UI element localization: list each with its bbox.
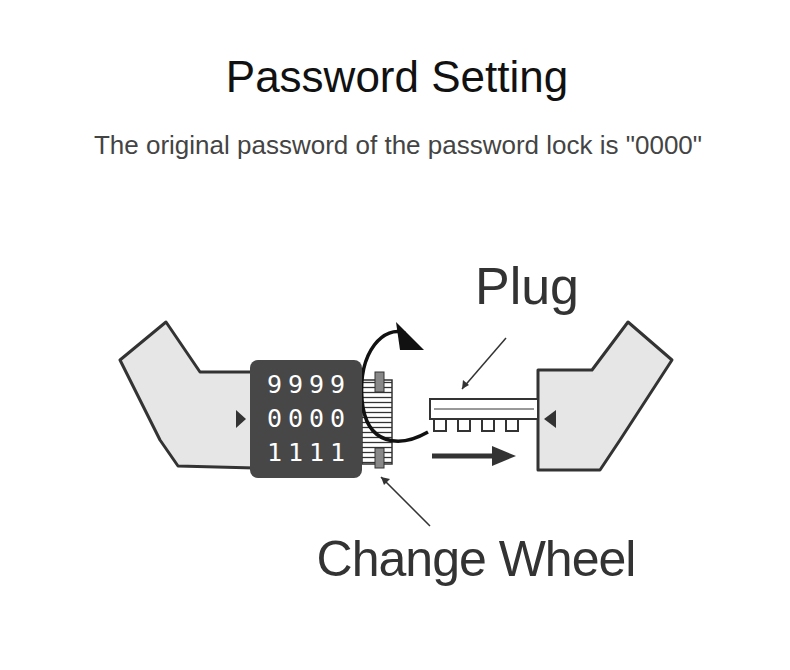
rotate-arrowhead: [396, 322, 424, 350]
push-arrow: [432, 454, 494, 459]
plug-ribs: [434, 409, 534, 410]
dial-box: 999900001111: [250, 360, 362, 478]
plug-teeth: [434, 419, 518, 431]
push-arrowhead: [492, 446, 516, 466]
right-housing: [538, 322, 672, 470]
plug-bar: [430, 399, 538, 419]
wheel-tab: [375, 372, 384, 392]
subtitle: The original password of the password lo…: [94, 130, 702, 161]
leader-arrowhead: [462, 380, 469, 389]
align-mark: [544, 410, 556, 428]
part-label: Plug: [475, 256, 579, 316]
part-label: Change Wheel: [317, 530, 636, 588]
page-title: Password Setting: [226, 52, 568, 102]
digit-row: 9999: [261, 368, 351, 402]
digit-row: 0000: [261, 402, 351, 436]
leader-arrowhead: [381, 477, 390, 485]
leader-line: [462, 338, 506, 389]
left-housing: [120, 322, 255, 468]
wheel-tab: [375, 448, 384, 468]
digit-row: 1111: [261, 436, 351, 470]
align-mark: [236, 410, 246, 428]
leader-line: [381, 477, 430, 526]
